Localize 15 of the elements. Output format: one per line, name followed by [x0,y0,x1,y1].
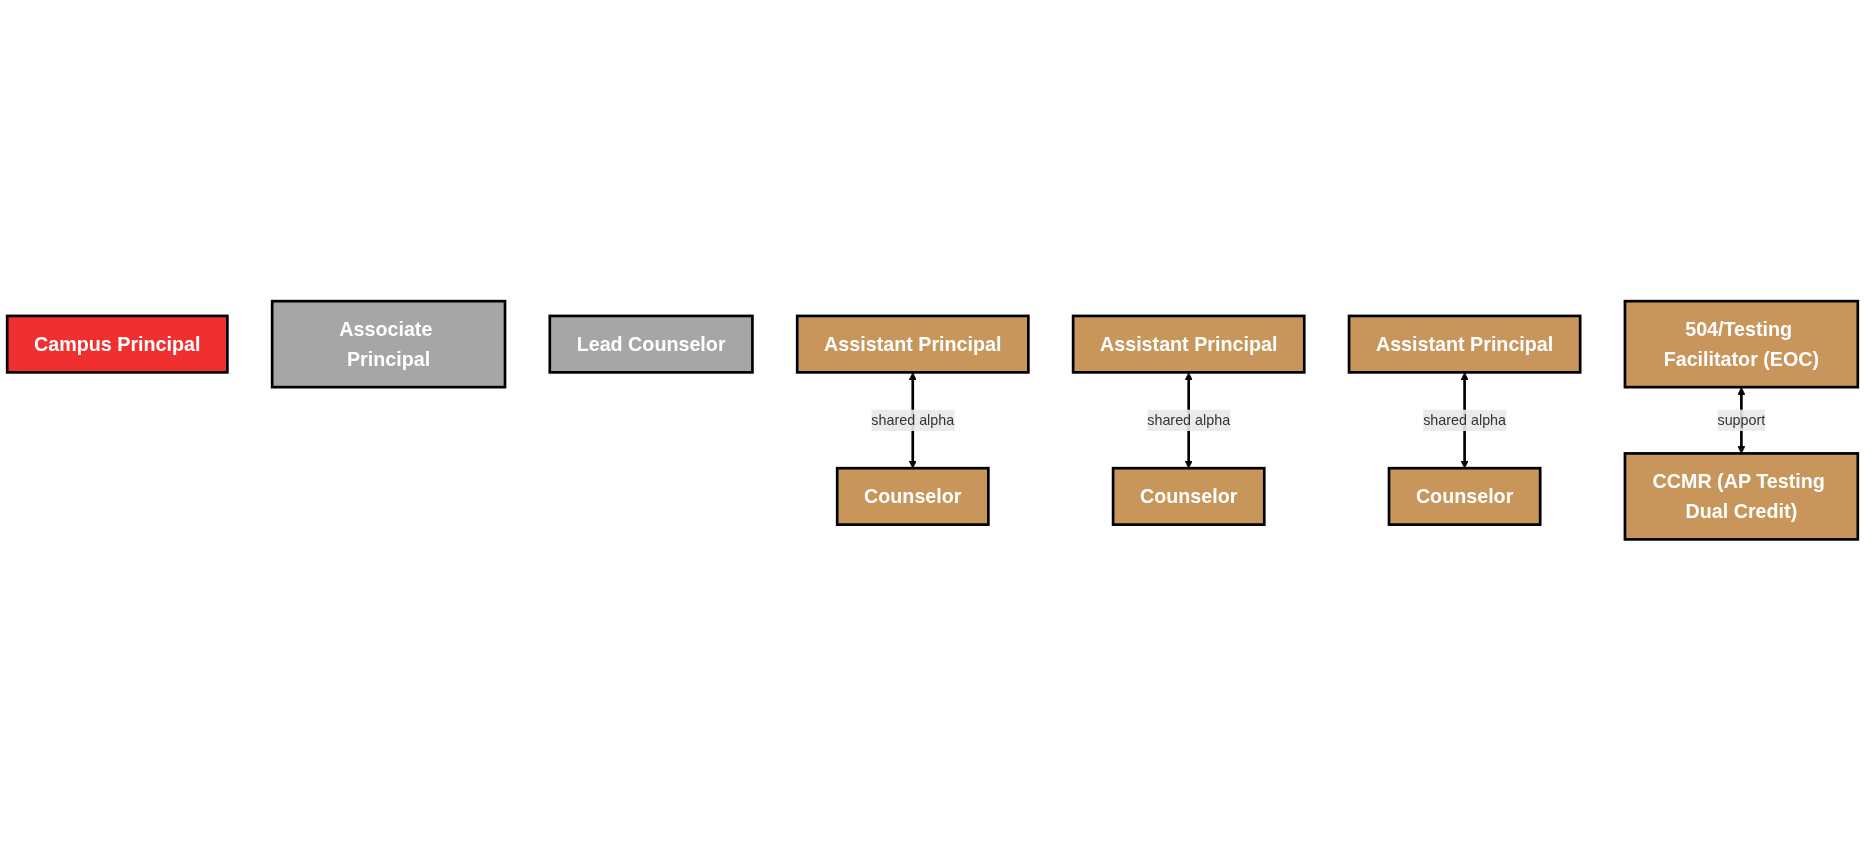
node-box: Assistant Principal [795,314,1030,374]
node-box: CCMR (AP Testing Dual Credit) [1623,452,1860,541]
node-box: Counselor [835,467,990,527]
node-box: Associate Principal [270,300,507,389]
node-box: Campus Principal [5,314,229,374]
edge-label: shared alpha [871,412,955,428]
node-box: Counselor [1387,467,1542,527]
node-box: Counselor [1111,467,1266,527]
node-box: Lead Counselor [548,314,754,374]
node-box: Assistant Principal [1347,314,1582,374]
edge-label: support [1717,412,1766,428]
edge-label: shared alpha [1147,412,1231,428]
node-box: Assistant Principal [1071,314,1306,374]
edge-label: shared alpha [1423,412,1507,428]
node-box: 504/Testing Facilitator (EOC) [1623,300,1860,389]
